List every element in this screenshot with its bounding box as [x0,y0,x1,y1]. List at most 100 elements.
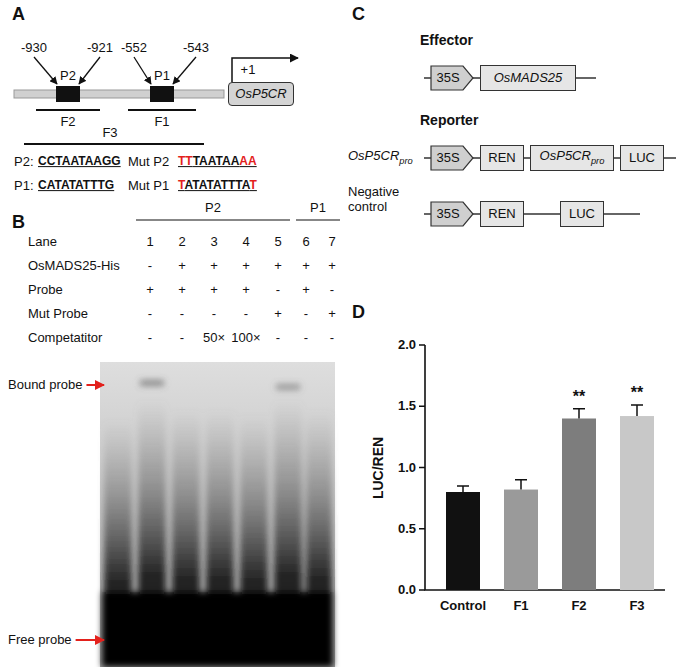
tick-label: 0.5 [398,521,416,536]
site-label: P2 [60,69,76,84]
gel-lanes [102,380,333,667]
reporter-box: LUC [620,145,664,171]
bar-chart [446,405,654,590]
lane-value: - [180,307,184,322]
error-bar [515,480,527,490]
tick-label: 2.0 [398,338,416,353]
promoter-map [14,57,298,144]
significance-mark: ** [631,384,643,402]
row-label: Competatitor [28,331,102,346]
position-number: -930 [21,41,47,56]
band-label: Bound probe [8,378,82,393]
node-text: 35S [436,207,459,222]
node-text: OsP5CR [235,87,286,102]
row-label: Probe [28,283,63,298]
gene-box: OsMADS25 [480,65,576,91]
lane-value: - [244,307,248,322]
lane-value: + [178,283,186,298]
lane-value: - [148,259,152,274]
lane-value: - [304,307,308,322]
lane-value: - [148,307,152,322]
lane-group: P2 [205,201,221,216]
category-label: F3 [629,599,644,614]
gene-box: OsP5CR [228,82,294,106]
lane-number: 4 [242,235,249,250]
promoter-box: OsP5CRpro [530,145,614,171]
group-line [136,219,290,220]
bound-band [140,380,164,386]
text-run: ATATATTTA [184,178,249,192]
category-label: Control [440,599,486,614]
panel-letter: B [12,212,25,233]
lane-value: + [274,259,282,274]
axis-title: LUC/REN [370,437,386,499]
error-bar [631,405,643,416]
row-label: Lane [28,235,57,250]
sequence: TATATATTTAT [178,179,257,193]
lane-group-lines [136,220,340,221]
sequence-label: P2: [14,155,34,170]
bar [620,416,654,590]
lane-group: P1 [310,201,326,216]
gel-image [100,362,335,667]
significance-mark: ** [573,387,585,405]
lane-value: - [330,283,334,298]
pointer-arrow [134,57,151,84]
sequence: CCTAATAAGG [38,155,121,169]
pointer-arrow [34,57,57,84]
lane-value: + [242,283,250,298]
panel-letter: A [12,4,25,25]
panel-letter: D [352,302,365,323]
lane-number: 5 [274,235,281,250]
lane-value: + [210,259,218,274]
bar [504,490,538,590]
text-run: pro [591,156,605,166]
position-number: -543 [183,41,209,56]
node-text: OsMADS25 [494,71,563,86]
arrow-outline [431,66,473,90]
lane-value: + [210,283,218,298]
node-text: REN [488,151,515,166]
position-number: -921 [87,41,113,56]
panel-letter: C [352,4,365,25]
lane-number: 2 [178,235,185,250]
lane-value: + [328,307,336,322]
axis-line [425,345,665,590]
gel-ground [100,362,335,667]
lane-value: - [212,307,216,322]
row-label: Mut Probe [28,307,88,322]
promoter-bar [14,90,224,98]
sequence-label: Mut P2 [128,155,169,170]
group-line [296,219,340,220]
chart-axes [419,345,665,590]
tick-label: 1.0 [398,460,416,475]
reporter-box: LUC [560,201,604,227]
node-text: REN [488,207,515,222]
node-text: 35S [436,71,459,86]
reporter-box: REN [480,201,524,227]
tss-arrow [232,58,298,82]
text-run: T [250,178,257,192]
node-text: 35S [436,151,459,166]
construct-backbones [424,78,676,214]
binding-site [56,86,80,102]
text-run: pro [399,156,413,166]
lane-value: + [242,259,250,274]
lane-value: - [276,283,280,298]
tick-label: 0.0 [398,583,416,598]
fragment-label: F2 [60,115,75,130]
lane-value: - [148,331,152,346]
lane-number: 1 [146,235,153,250]
lane-number: 7 [328,235,335,250]
lane-value: - [304,331,308,346]
sequence: TTTAATAAAA [178,155,257,169]
text-run: AA [239,154,256,168]
fragment-label: F3 [102,126,117,141]
lane-number: 6 [302,235,309,250]
lane-value: 100× [231,331,260,346]
pointer-arrow [76,639,104,641]
band-label: Free probe [8,633,72,648]
lane-value: + [328,259,336,274]
category-label: F1 [513,599,528,614]
lane-value: + [146,283,154,298]
